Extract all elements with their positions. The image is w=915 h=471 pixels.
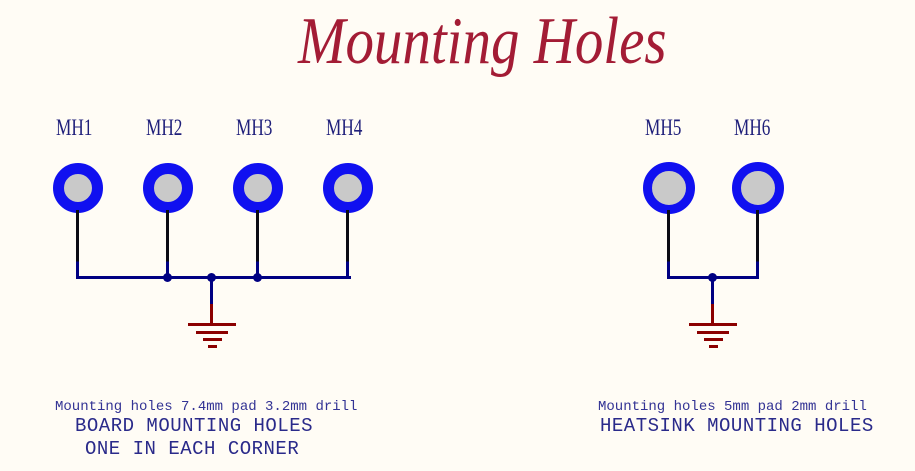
mounting-hole-mh3-pad[interactable] [233,163,283,213]
note-heatsink-detail: Mounting holes 5mm pad 2mm drill [598,399,867,415]
mounting-hole-mh5[interactable]: MH5 [643,116,695,216]
ground-bar-1 [689,323,737,326]
ground-bar-2 [697,331,729,334]
ground-stem [711,304,714,323]
mounting-hole-mh1-pad[interactable] [53,163,103,213]
ground-bar-4 [709,345,718,348]
junction-dot [207,273,216,282]
mounting-hole-mh1[interactable]: MH1 [53,116,103,216]
wire-mh3[interactable] [256,210,259,278]
wire-mh5[interactable] [667,210,670,278]
ground-bar-3 [203,338,222,341]
note-board-detail: Mounting holes 7.4mm pad 3.2mm drill [55,399,358,415]
note-board-subtitle: ONE IN EACH CORNER [85,438,300,460]
mounting-hole-mh1-label[interactable]: MH1 [56,115,93,140]
mounting-hole-mh4[interactable]: MH4 [323,116,373,216]
ground-bar-4 [208,345,217,348]
ground-stem [210,304,213,323]
sheet-title: Mounting Holes [298,4,667,78]
note-board-title: BOARD MOUNTING HOLES [75,415,314,437]
mounting-hole-mh2[interactable]: MH2 [143,116,193,216]
ground-symbol-right[interactable] [689,278,737,350]
mounting-hole-mh4-label[interactable]: MH4 [326,115,363,140]
ground-bar-2 [196,331,228,334]
mounting-hole-mh4-pad[interactable] [323,163,373,213]
ground-symbol-left[interactable] [188,278,236,350]
mounting-hole-mh5-pad[interactable] [643,162,695,214]
wire-mh2[interactable] [166,210,169,278]
ground-stem-wire [711,278,714,304]
wire-mh4[interactable] [346,210,349,278]
mounting-hole-mh2-pad[interactable] [143,163,193,213]
mounting-hole-mh3-label[interactable]: MH3 [236,115,273,140]
ground-stem-wire [210,278,213,304]
mounting-hole-mh6[interactable]: MH6 [732,116,784,216]
junction-dot [708,273,717,282]
ground-bar-3 [704,338,723,341]
ground-bar-1 [188,323,236,326]
junction-dot [163,273,172,282]
mounting-hole-mh3[interactable]: MH3 [233,116,283,216]
mounting-hole-mh6-pad[interactable] [732,162,784,214]
mounting-hole-mh6-label[interactable]: MH6 [734,115,771,140]
wire-mh1[interactable] [76,210,79,278]
note-heatsink-title: HEATSINK MOUNTING HOLES [600,415,874,437]
junction-dot [253,273,262,282]
mounting-hole-mh5-label[interactable]: MH5 [645,115,682,140]
mounting-hole-mh2-label[interactable]: MH2 [146,115,183,140]
wire-mh6[interactable] [756,210,759,278]
